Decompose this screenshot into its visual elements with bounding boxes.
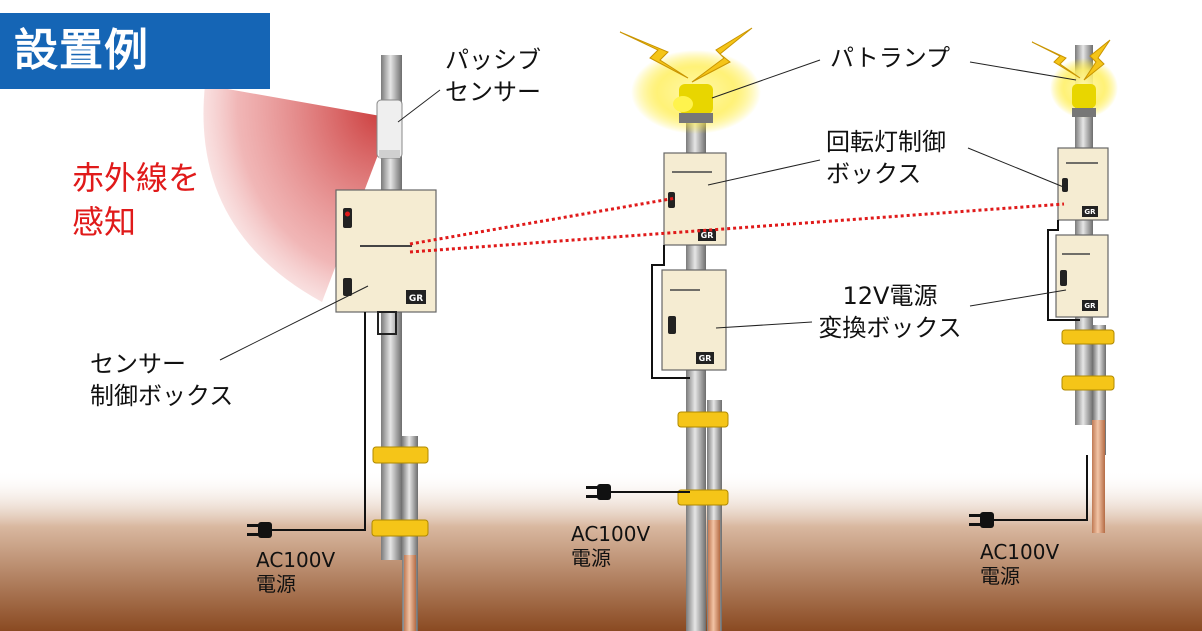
rotary-control-box-3: GR xyxy=(1057,147,1109,221)
infrared-signal-line xyxy=(409,202,1065,254)
clamp xyxy=(677,411,729,428)
ac-power-label-left: AC100V 電源 xyxy=(256,548,336,596)
infrared-signal-line xyxy=(409,196,677,246)
clamp xyxy=(1061,329,1115,345)
sensor-control-box: GR xyxy=(335,189,437,335)
patlamp-label: パトランプ xyxy=(830,44,950,72)
box-cable-2 xyxy=(651,245,690,379)
sensor-control-box-label: センサー 制御ボックス xyxy=(90,350,234,410)
box-cable-3 xyxy=(1047,220,1080,321)
passive-sensor-label: パッシブ センサー xyxy=(445,46,541,106)
clamp xyxy=(371,519,429,537)
box-logo: GR xyxy=(701,231,714,240)
box-logo: GR xyxy=(699,354,712,363)
clamp xyxy=(1061,375,1115,391)
power-plug-right xyxy=(969,512,994,528)
leader-lines xyxy=(219,59,1077,361)
infrared-detection-cone xyxy=(203,85,392,302)
power-conversion-box-label: 12V電源 変換ボックス xyxy=(818,282,962,342)
ac-power-label-mid: AC100V 電源 xyxy=(571,522,651,570)
clamp xyxy=(677,489,729,506)
patlamp-2 xyxy=(619,27,761,134)
power-conversion-box-3: GR xyxy=(1055,234,1109,318)
box-logo: GR xyxy=(1084,302,1096,310)
power-cable-right xyxy=(992,455,1088,521)
power-plug-left xyxy=(247,522,272,538)
box-logo: GR xyxy=(1084,208,1096,216)
infrared-label: 赤外線を 感知 xyxy=(72,159,201,241)
power-cable-left xyxy=(270,312,366,531)
clamp xyxy=(372,446,429,464)
power-conversion-box-2: GR xyxy=(661,269,727,371)
rotary-control-box-label: 回転灯制御 ボックス xyxy=(826,128,946,188)
patlamp-3 xyxy=(1031,39,1118,118)
page-title: 設置例 xyxy=(0,13,270,89)
passive-sensor-device xyxy=(376,99,403,159)
power-plug-mid xyxy=(586,484,611,500)
box-logo: GR xyxy=(409,294,423,304)
ac-power-label-right: AC100V 電源 xyxy=(980,540,1060,588)
